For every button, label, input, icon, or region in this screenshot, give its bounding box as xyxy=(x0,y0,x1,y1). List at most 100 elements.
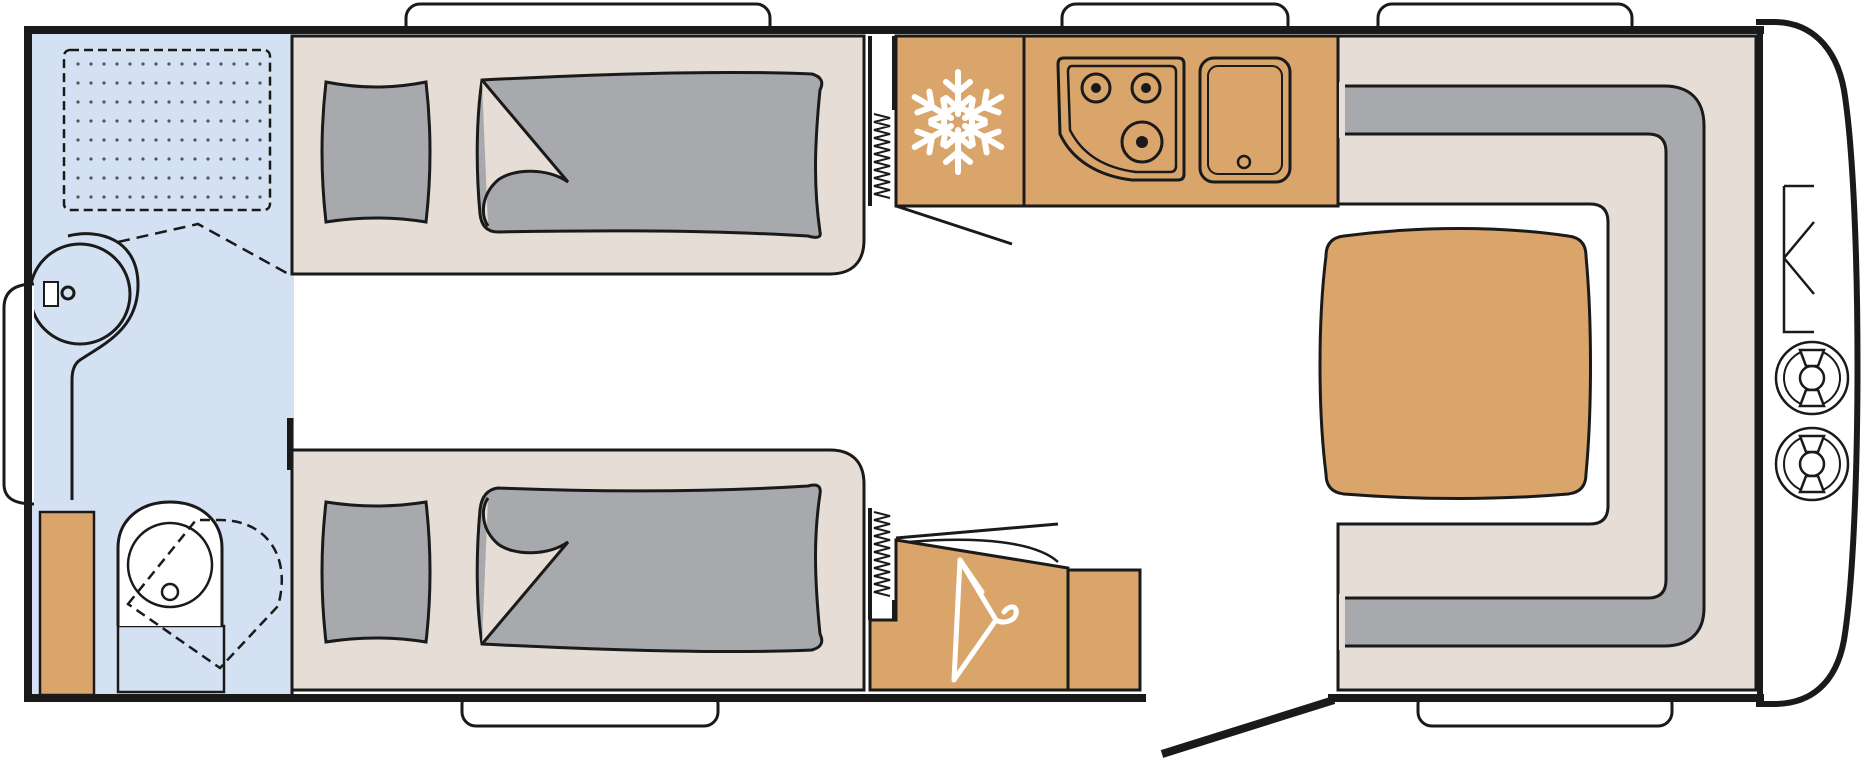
shower-tray-dot xyxy=(180,62,184,66)
shower-tray-dot xyxy=(76,138,80,142)
shower-tray-dot xyxy=(167,119,171,123)
shower-tray-dot xyxy=(193,119,197,123)
shower-tray-dot xyxy=(128,138,132,142)
shower-tray-dot xyxy=(193,81,197,85)
shower-tray-dot xyxy=(76,119,80,123)
shower-tray-dot xyxy=(76,100,80,104)
bed-top-mattress xyxy=(475,70,824,239)
shower-tray-dot xyxy=(219,119,223,123)
shower-tray-dot xyxy=(154,62,158,66)
shower-tray-dot xyxy=(128,119,132,123)
shower-tray-dot xyxy=(206,176,210,180)
shower-tray-dot xyxy=(76,176,80,180)
shower-tray-dot xyxy=(180,119,184,123)
shower-tray-dot xyxy=(180,81,184,85)
shower-tray-dot xyxy=(76,157,80,161)
shower-tray-dot xyxy=(258,119,262,123)
bed-bottom-duvet-fold xyxy=(480,497,570,645)
shower-tray-dot xyxy=(180,157,184,161)
shower-tray-dot xyxy=(141,195,145,199)
shower-tray-dot xyxy=(76,195,80,199)
shower-tray-icon xyxy=(62,48,272,212)
entrance-door xyxy=(1160,694,1336,758)
gas-bottle-icon xyxy=(1774,426,1850,502)
shower-tray-dot xyxy=(89,81,93,85)
shower-tray-dot xyxy=(102,195,106,199)
shower-tray-dot xyxy=(193,157,197,161)
shower-tray-dot xyxy=(115,119,119,123)
shower-tray-dot xyxy=(193,138,197,142)
shower-tray-dot xyxy=(258,62,262,66)
shower-tray-dot xyxy=(115,100,119,104)
partition-bottom-pleats xyxy=(873,511,891,597)
shower-tray-dot xyxy=(128,195,132,199)
shower-tray-dot xyxy=(89,176,93,180)
bed-bottom xyxy=(290,448,866,692)
shower-tray-dot xyxy=(232,81,236,85)
front-nose xyxy=(1756,19,1861,707)
shower-tray-dot xyxy=(232,157,236,161)
shower-tray-dot xyxy=(219,62,223,66)
shower-tray-dot xyxy=(141,81,145,85)
shower-tray-dot xyxy=(232,119,236,123)
shower-tray-dot xyxy=(206,100,210,104)
shower-door-swing xyxy=(117,222,293,278)
shower-tray-dot xyxy=(141,119,145,123)
shower-tray-dot xyxy=(115,81,119,85)
shower-tray-dot xyxy=(206,138,210,142)
shower-tray-dot xyxy=(219,157,223,161)
bathroom xyxy=(2,33,294,697)
shower-tray-dot xyxy=(128,81,132,85)
shower-tray-dot xyxy=(245,100,249,104)
shower-tray-dot xyxy=(232,195,236,199)
shower-tray-dot xyxy=(219,81,223,85)
bed-top xyxy=(290,34,866,276)
shower-tray-dot xyxy=(154,195,158,199)
shower-tray-dot xyxy=(232,176,236,180)
hanger-icon xyxy=(951,557,1019,683)
shower-tray-dot xyxy=(154,81,158,85)
shower-tray-dot xyxy=(193,176,197,180)
shower-tray-dot xyxy=(76,62,80,66)
shower-tray-dot xyxy=(245,81,249,85)
shower-tray-dot xyxy=(167,138,171,142)
shower-tray-dot xyxy=(167,81,171,85)
shower-tray-dot xyxy=(89,195,93,199)
washbasin-icon xyxy=(28,232,140,500)
shower-tray-dot xyxy=(167,176,171,180)
shower-tray-dot xyxy=(141,176,145,180)
shower-tray-dot xyxy=(245,176,249,180)
shower-tray-dot xyxy=(102,62,106,66)
shower-tray-dot xyxy=(128,62,132,66)
shower-tray-dot xyxy=(115,157,119,161)
lounge-seating xyxy=(1336,34,1758,692)
shower-tray-dot xyxy=(219,195,223,199)
shower-tray-dot xyxy=(245,195,249,199)
shower-tray-dot xyxy=(102,176,106,180)
shower-tray-dot xyxy=(232,138,236,142)
lounge-backrest-cushion xyxy=(1336,84,1706,648)
shower-tray-dot xyxy=(115,62,119,66)
shower-tray-dot xyxy=(102,157,106,161)
shower-tray-dot xyxy=(193,62,197,66)
wardrobe-door-swing xyxy=(907,538,1059,563)
shower-tray-dot xyxy=(258,176,262,180)
wardrobe-unit xyxy=(868,538,1070,692)
shower-tray-dot xyxy=(102,81,106,85)
shower-tray-dot xyxy=(154,138,158,142)
shower-tray-dot xyxy=(89,119,93,123)
dining-table xyxy=(1318,227,1592,500)
bathroom-cabinet xyxy=(38,510,96,697)
shower-tray-dot xyxy=(141,138,145,142)
shower-tray-dot xyxy=(206,157,210,161)
shower-tray-dot xyxy=(193,100,197,104)
shower-tray-dot xyxy=(245,157,249,161)
shower-tray-dot xyxy=(232,100,236,104)
shower-tray-dot xyxy=(258,157,262,161)
shower-tray-dot xyxy=(102,119,106,123)
shower-tray-dot xyxy=(115,176,119,180)
shower-tray-dot xyxy=(206,81,210,85)
gas-bottle-icon xyxy=(1774,340,1850,416)
shower-tray-dot xyxy=(180,100,184,104)
